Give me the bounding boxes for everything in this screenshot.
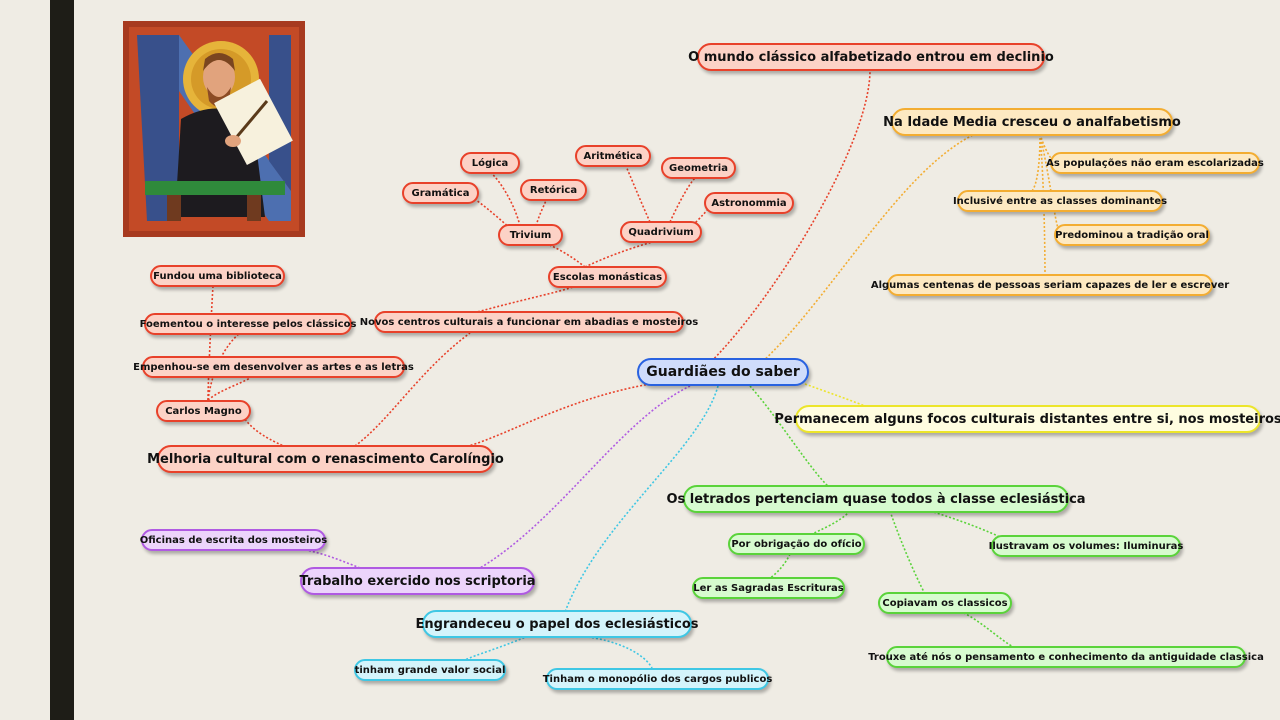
node-logic[interactable]: Lógica bbox=[460, 152, 520, 174]
link-quadrivium-geometry bbox=[669, 177, 696, 223]
node-classic-decline[interactable]: O mundo clássico alfabetizado entrou em … bbox=[688, 43, 1054, 71]
node-carlos-magno[interactable]: Carlos Magno bbox=[156, 400, 251, 422]
link-trivium-grammar bbox=[469, 195, 511, 229]
node-trivium[interactable]: Trivium bbox=[498, 224, 563, 246]
link-clergy-obligation bbox=[809, 510, 851, 536]
node-astronomy[interactable]: Astronommia bbox=[704, 192, 794, 214]
link-scriptoria-workshops bbox=[299, 548, 361, 569]
link-illiteracy-oral bbox=[1039, 133, 1059, 229]
link-clergy-copied bbox=[889, 510, 926, 595]
node-role-monopoly[interactable]: Tinham o monopólio dos cargos publicos bbox=[543, 668, 772, 690]
node-clergy-copied[interactable]: Copiavam os classicos bbox=[878, 592, 1012, 614]
slide-left-bar bbox=[50, 0, 74, 720]
node-illiteracy-inclusive[interactable]: Inclusivé entre as classes dominantes bbox=[953, 190, 1167, 212]
node-role-social-value[interactable]: tinham grande valor social bbox=[354, 659, 506, 681]
node-illiteracy-oral[interactable]: Predominou a tradição oral bbox=[1054, 224, 1210, 246]
node-root[interactable]: Guardiães do saber bbox=[637, 358, 809, 386]
node-clergy-illuminations[interactable]: Ilustravam os volumes: Iluminuras bbox=[989, 535, 1183, 557]
link-root-clergy bbox=[749, 385, 831, 489]
node-illiteracy-hundreds[interactable]: Algumas centenas de pessoas seriam capaz… bbox=[871, 274, 1229, 296]
node-scriptoria[interactable]: Trabalho exercido nos scriptoria bbox=[299, 567, 536, 595]
illuminated-manuscript-image bbox=[123, 21, 305, 237]
node-clergy-brought[interactable]: Trouxe até nós o pensamento e conhecimen… bbox=[868, 646, 1264, 668]
link-schools-quadrivium bbox=[584, 239, 661, 268]
link-root-role bbox=[564, 385, 719, 613]
link-carolingian-newcenters bbox=[354, 332, 471, 447]
node-schools[interactable]: Escolas monásticas bbox=[548, 266, 667, 288]
link-trivium-logic bbox=[489, 171, 521, 227]
link-illiteracy-hundreds bbox=[1039, 133, 1046, 277]
link-role-monopoly bbox=[579, 635, 653, 669]
link-carolingian-carlos bbox=[243, 417, 287, 448]
node-library[interactable]: Fundou uma biblioteca bbox=[150, 265, 285, 287]
link-clergy-illuminations bbox=[929, 510, 1001, 538]
node-clergy-scriptures[interactable]: Ler as Sagradas Escrituras bbox=[692, 577, 845, 599]
node-quadrivium[interactable]: Quadrivium bbox=[620, 221, 702, 243]
node-geometry[interactable]: Geometria bbox=[661, 157, 736, 179]
link-carlos-classics bbox=[207, 332, 241, 401]
node-arithmetic[interactable]: Aritmética bbox=[575, 145, 651, 167]
node-role[interactable]: Engrandeceu o papel dos eclesiásticos bbox=[416, 610, 699, 638]
link-root-carolingian bbox=[459, 383, 651, 449]
link-root-scriptoria bbox=[479, 385, 691, 569]
node-rhetoric[interactable]: Retórica bbox=[520, 179, 587, 201]
link-root-cultural-centers bbox=[804, 383, 871, 409]
link-root-classic-decline bbox=[699, 69, 871, 373]
node-scriptoria-workshops[interactable]: Oficinas de escrita dos mosteiros bbox=[140, 529, 327, 551]
node-carolingian[interactable]: Melhoria cultural com o renascimento Car… bbox=[147, 445, 504, 473]
link-illiteracy-populations bbox=[1039, 133, 1056, 164]
link-copied-brought bbox=[959, 610, 1016, 649]
link-obligation-scriptures bbox=[769, 553, 791, 579]
link-carlos-arts bbox=[207, 377, 251, 401]
link-trivium-rhetoric bbox=[535, 197, 548, 227]
link-quadrivium-arithmetic bbox=[624, 163, 651, 223]
node-illiteracy-populations[interactable]: As populações não eram escolarizadas bbox=[1046, 152, 1264, 174]
node-arts[interactable]: Empenhou-se em desenvolver as artes e as… bbox=[133, 356, 414, 378]
link-illiteracy-inclusive bbox=[1029, 133, 1041, 194]
node-illiteracy[interactable]: Na Idade Media cresceu o analfabetismo bbox=[883, 108, 1181, 136]
node-classics[interactable]: Foementou o interesse pelos clássicos bbox=[140, 313, 356, 335]
link-root-illiteracy bbox=[759, 133, 976, 365]
link-newcenters-schools bbox=[469, 285, 577, 315]
link-role-social bbox=[464, 635, 529, 661]
node-new-centers[interactable]: Novos centros culturais a funcionar em a… bbox=[360, 311, 698, 333]
node-grammar[interactable]: Gramática bbox=[402, 182, 479, 204]
node-clergy[interactable]: Os letrados pertenciam quase todos à cla… bbox=[666, 485, 1086, 513]
link-carlos-library bbox=[207, 285, 214, 401]
node-clergy-obligation[interactable]: Por obrigação do ofício bbox=[728, 533, 865, 555]
node-cultural-centers[interactable]: Permanecem alguns focos culturais distan… bbox=[774, 405, 1280, 433]
